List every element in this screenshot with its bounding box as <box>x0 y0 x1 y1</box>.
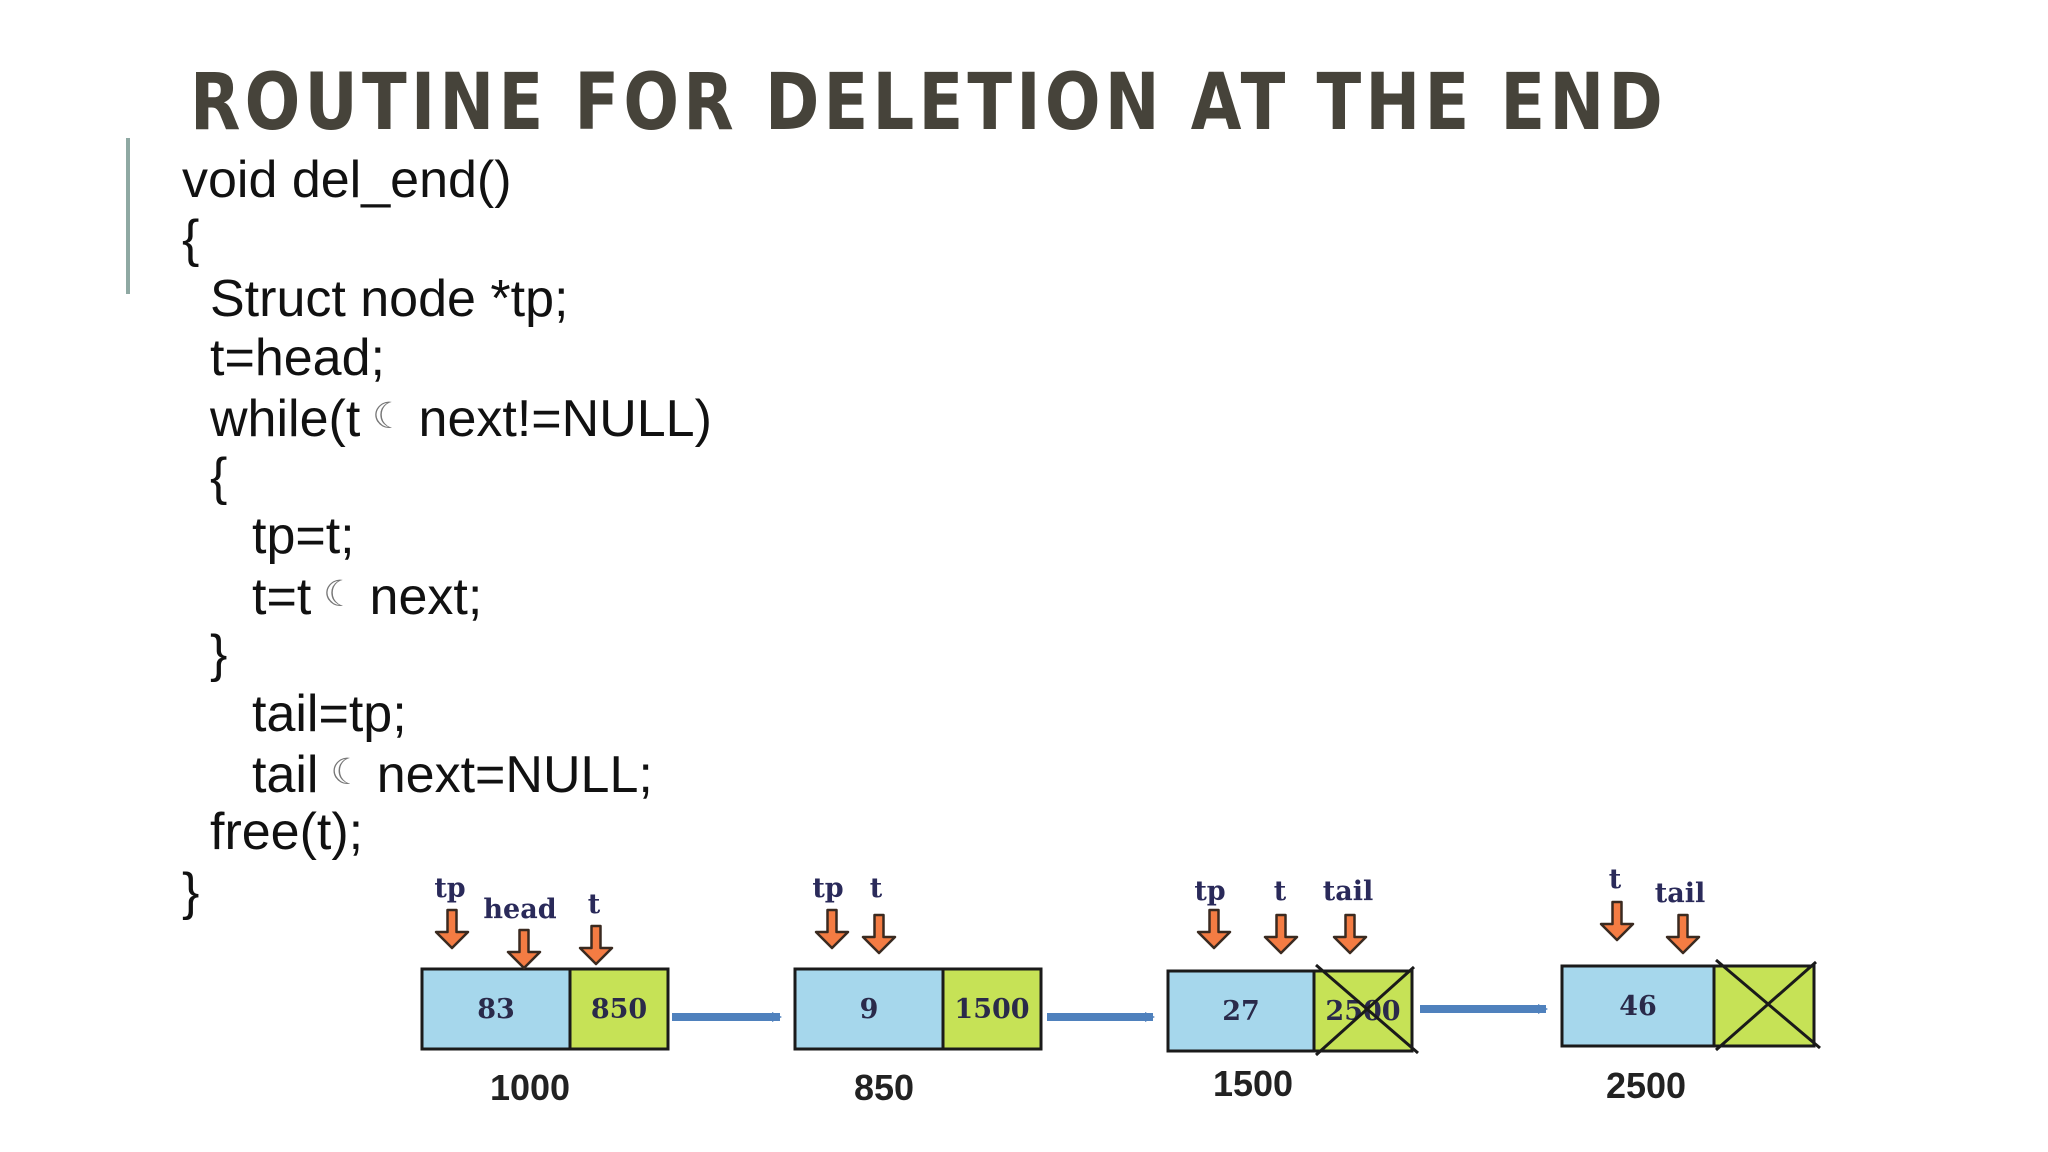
pointer-label: head <box>483 894 556 925</box>
pointer-down-arrow <box>1196 908 1232 950</box>
code-text: } <box>182 863 200 921</box>
pointer-label: tail <box>1323 876 1373 907</box>
code-line: t=head; <box>210 328 385 388</box>
code-text: Struct node *tp; <box>210 270 569 328</box>
pointer-down-arrow <box>578 924 614 966</box>
code-text: { <box>210 448 228 506</box>
node-data-cell <box>1560 964 1716 1048</box>
code-line: tail ☾ next=NULL; <box>252 743 653 805</box>
node-address-label: 2500 <box>1606 1065 1686 1106</box>
code-text: tp=t; <box>252 507 355 565</box>
node-data-value: 9 <box>860 994 879 1025</box>
pointer-down-arrow <box>434 908 470 950</box>
pointer-arrow-glyph: ☾ <box>330 752 363 793</box>
pointer-down-arrow <box>861 913 897 955</box>
cross-out-line <box>1314 965 1416 1057</box>
code-line: } <box>210 624 227 684</box>
node-data-cell <box>793 967 945 1051</box>
pointer-label: tp <box>434 873 465 904</box>
accent-bar <box>126 138 130 294</box>
slide-title: ROUTINE FOR DELETION AT THE END <box>190 58 1668 148</box>
code-text: void del_end() <box>182 151 512 209</box>
code-line: { <box>182 209 199 269</box>
code-text: next; <box>369 568 483 626</box>
node-address-label: 1500 <box>1213 1063 1293 1104</box>
node-next-cell <box>941 967 1043 1051</box>
code-text: { <box>182 210 200 268</box>
pointer-label: tail <box>1655 878 1705 909</box>
pointer-label: t <box>588 889 601 920</box>
pointer-down-arrow <box>814 908 850 950</box>
node-data-cell <box>420 967 572 1051</box>
code-text: } <box>210 625 228 683</box>
pointer-down-arrow <box>1332 913 1368 955</box>
node-data-value: 27 <box>1222 996 1260 1027</box>
node-address-label: 1000 <box>490 1067 570 1108</box>
node-data-value: 46 <box>1619 991 1657 1022</box>
code-text: free(t); <box>210 803 364 861</box>
pointer-arrow-glyph: ☾ <box>372 396 405 437</box>
node-next-value: 850 <box>591 994 647 1025</box>
cross-out-line <box>1715 960 1817 1052</box>
pointer-arrow-glyph: ☾ <box>323 574 356 615</box>
code-line: tp=t; <box>252 506 355 566</box>
code-text: t=t <box>252 568 312 626</box>
pointer-label: tp <box>812 873 843 904</box>
node-next-value: 1500 <box>954 994 1029 1025</box>
node-data-cell <box>1166 969 1316 1053</box>
code-line: } <box>182 862 199 922</box>
pointer-label: tp <box>1194 876 1225 907</box>
code-line: { <box>210 447 227 507</box>
code-line: void del_end() <box>182 150 512 210</box>
code-line: free(t); <box>210 802 363 862</box>
node-next-cell <box>568 967 670 1051</box>
pointer-down-arrow <box>1665 913 1701 955</box>
code-text: next!=NULL) <box>418 390 712 448</box>
code-text: tail <box>252 746 319 804</box>
pointer-down-arrow <box>1599 900 1635 942</box>
code-text: t=head; <box>210 329 385 387</box>
code-text: next=NULL; <box>376 746 653 804</box>
code-line: while(t ☾ next!=NULL) <box>210 387 712 449</box>
node-data-value: 83 <box>477 994 515 1025</box>
pointer-label: t <box>1274 876 1287 907</box>
code-line: tail=tp; <box>252 684 407 744</box>
pointer-label: t <box>870 873 883 904</box>
code-line: t=t ☾ next; <box>252 565 482 627</box>
pointer-label: t <box>1609 864 1622 895</box>
code-line: Struct node *tp; <box>210 269 568 329</box>
code-text: while(t <box>210 390 361 448</box>
pointer-down-arrow <box>1263 913 1299 955</box>
code-text: tail=tp; <box>252 685 407 743</box>
pointer-down-arrow <box>506 928 542 970</box>
node-address-label: 850 <box>854 1067 914 1108</box>
